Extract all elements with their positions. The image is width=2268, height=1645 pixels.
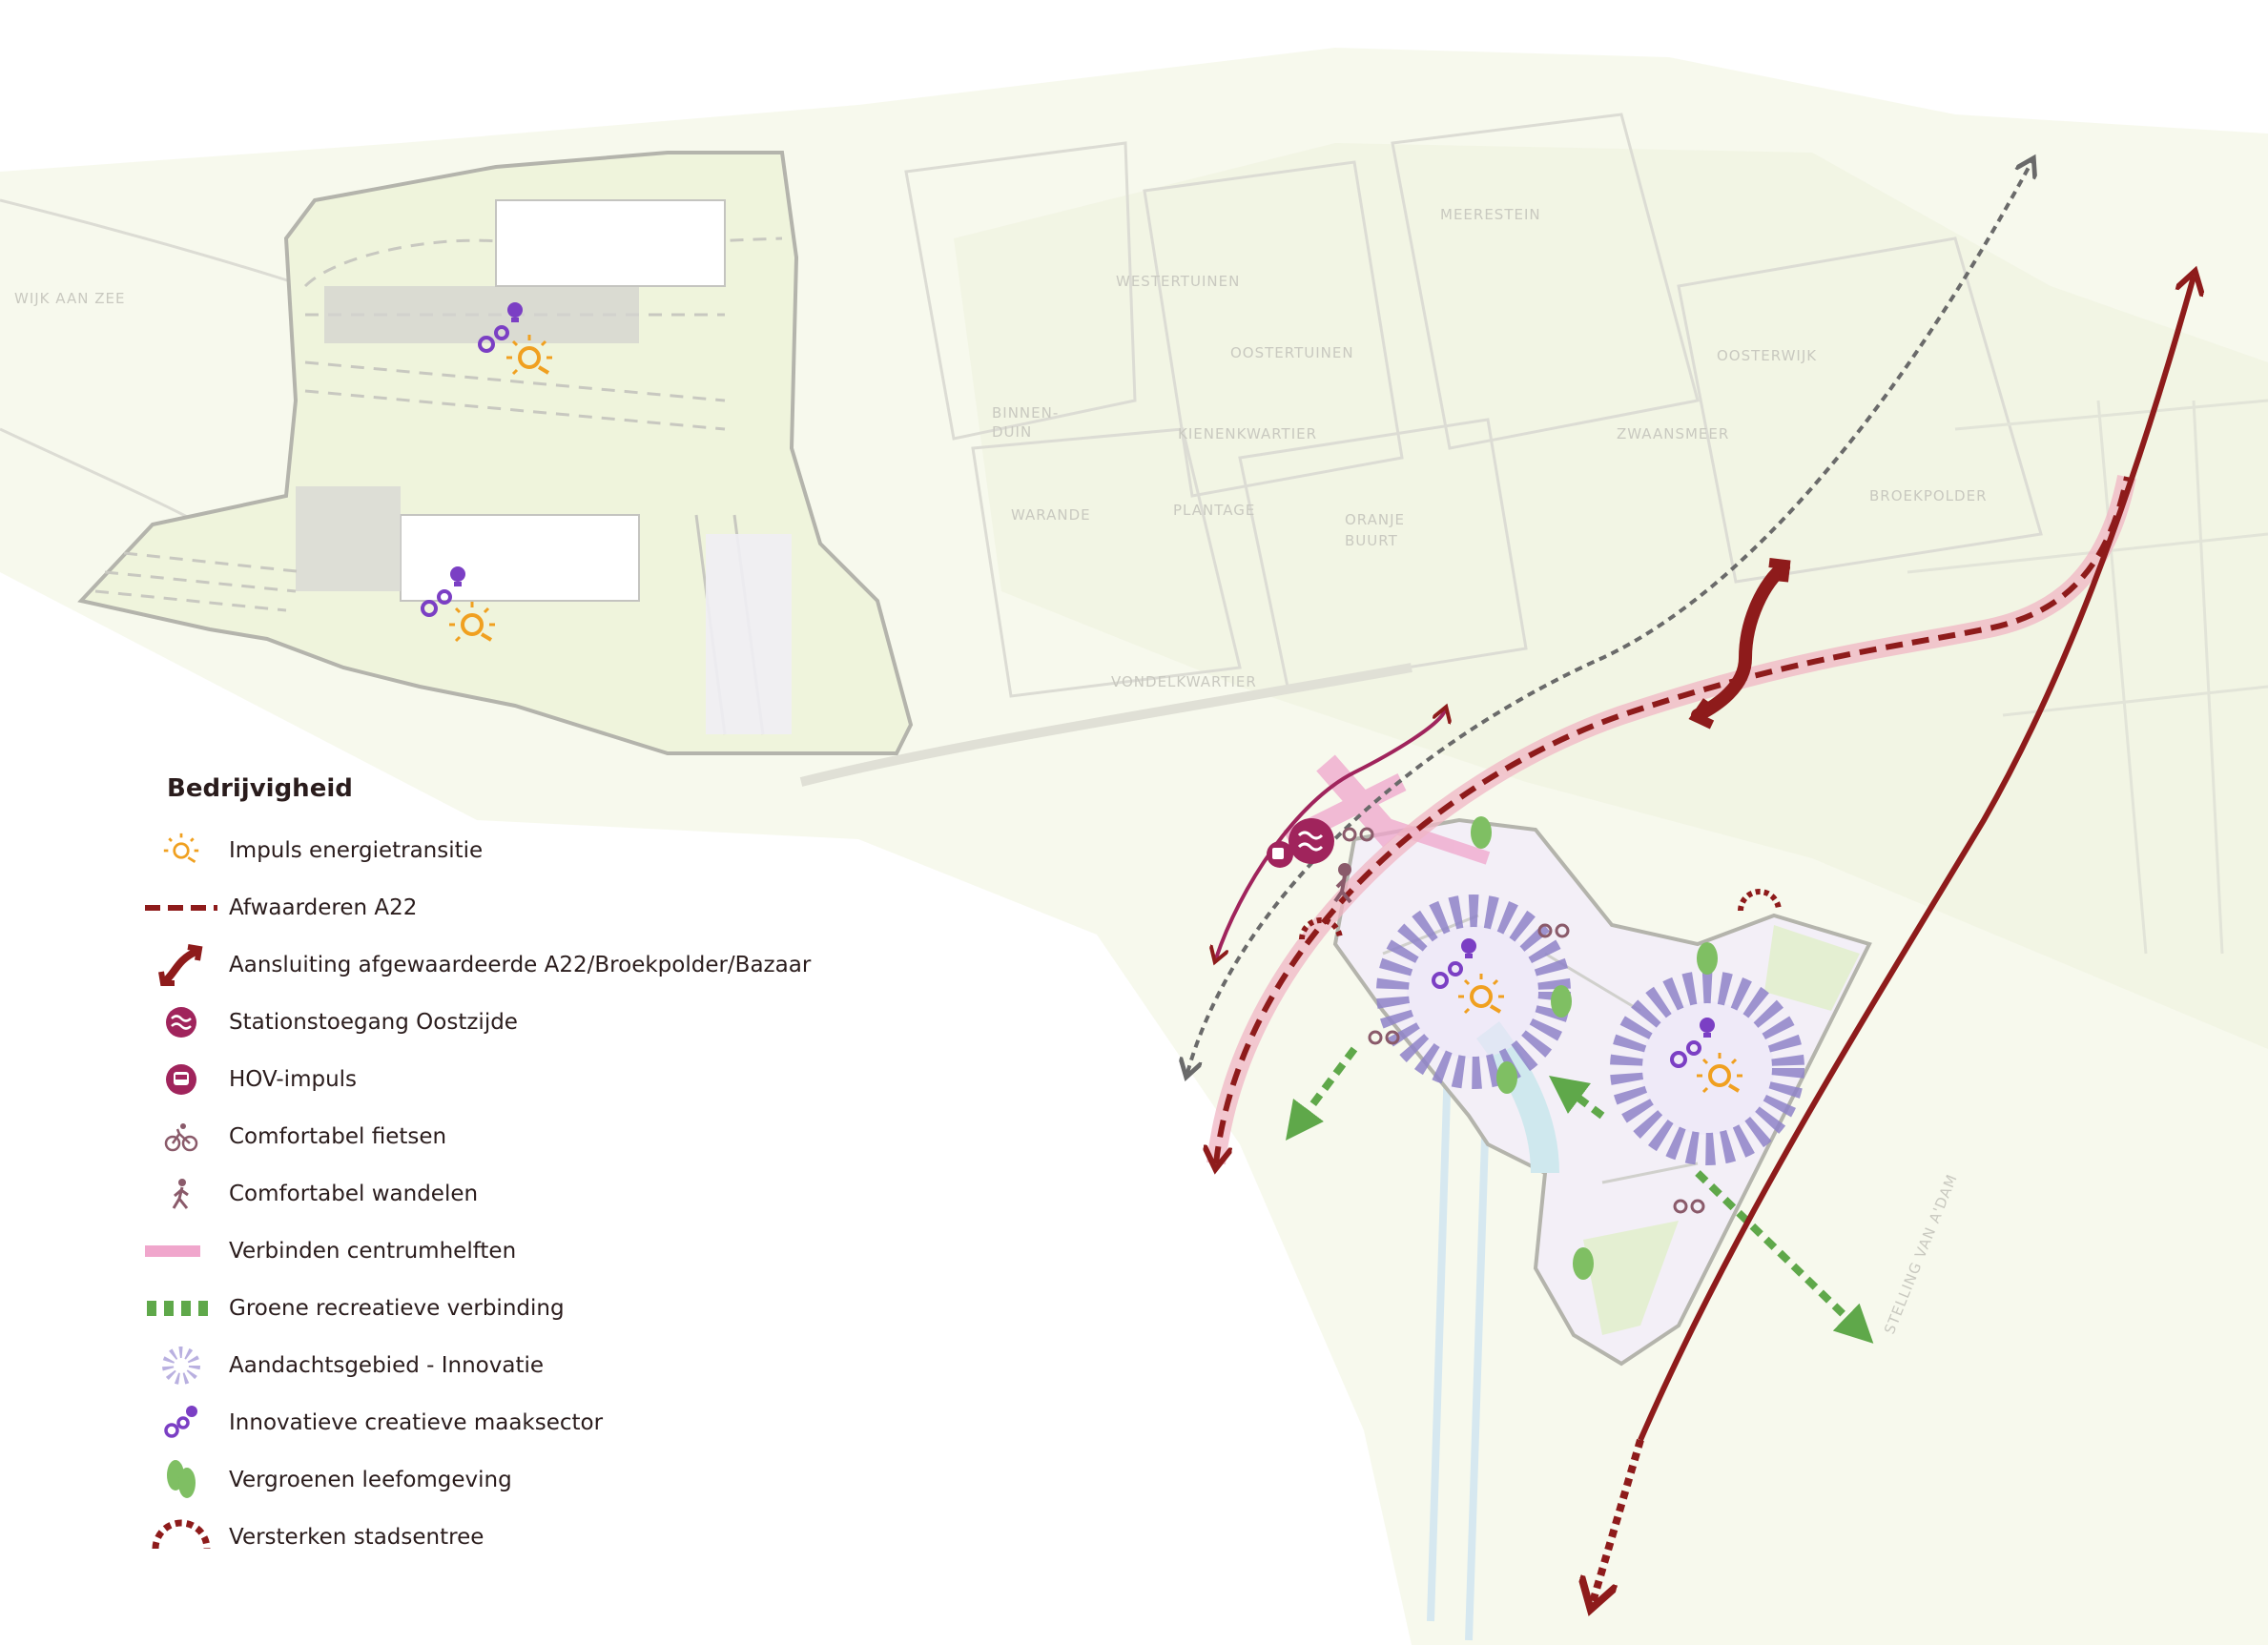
pink-band-icon [143,1227,219,1275]
hov-impulse-marker [1267,841,1293,868]
place-name: OOSTERTUINEN [1230,344,1354,361]
legend-item-greening: Vergroenen leefomgeving [143,1451,868,1509]
place-name: OOSTERWIJK [1717,347,1817,364]
place-name: VONDELKWARTIER [1111,673,1257,690]
legend-item-a22: Afwaarderen A22 [143,879,868,936]
legend-item-innovation-area: Aandachtsgebied - Innovatie [143,1337,868,1394]
broekpolder-connection-arrow [1691,561,1790,722]
tree-icon [143,1456,219,1504]
legend-label: Groene recreatieve verbinding [229,1296,565,1321]
legend-label: Afwaarderen A22 [229,895,418,920]
greening-trees [1471,816,1718,1280]
sun-gear-icon [143,827,219,874]
green-recreational-connections [1286,1046,1874,1344]
legend-label: Stationstoegang Oostzijde [229,1010,518,1035]
place-name: BROEKPOLDER [1869,487,1988,504]
legend-item-connect: Verbinden centrumhelften [143,1223,868,1280]
main-road-dotted-extension [1593,1438,1644,1602]
place-name: KIENENKWARTIER [1178,425,1317,442]
place-name: BINNEN- [992,404,1059,422]
place-name: ORANJE [1345,511,1405,528]
legend-label: Comfortabel wandelen [229,1182,479,1206]
place-name: BUURT [1345,532,1398,549]
comfortable-cycling-markers [1342,827,1705,1214]
gears-bulb-icon [143,1399,219,1447]
legend-label: HOV-impuls [229,1067,358,1092]
legend-label: Aansluiting afgewaardeerde A22/Broekpold… [229,953,812,977]
place-name: ZWAANSMEER [1617,425,1729,442]
entrance-arc-icon [143,1513,219,1561]
legend-label: Vergroenen leefomgeving [229,1468,512,1492]
bus-icon [143,1056,219,1103]
legend-label: Aandachtsgebied - Innovatie [229,1353,545,1378]
legend-item-walking: Comfortabel wandelen [143,1165,868,1223]
legend-item-innovation-sector: Innovatieve creatieve maaksector [143,1394,868,1451]
legend-label: Verbinden centrumhelften [229,1239,517,1264]
broekpolder-arrowhead-north [1768,558,1791,583]
legend-label: Impuls energietransitie [229,838,484,863]
radial-dashes-icon [143,1342,219,1389]
main-road-solid [1638,277,2194,1442]
place-name: DUIN [992,423,1032,441]
place-name: WARANDE [1011,506,1091,524]
dashed-red-line-icon [143,884,219,932]
green-dashed-line-icon [143,1285,219,1332]
bicycle-icon [143,1113,219,1161]
legend-title: Bedrijvigheid [167,774,353,803]
industrial-site-northwest [77,151,914,755]
legend-item-hov: HOV-impuls [143,1051,868,1108]
station-access-curve [1216,710,1445,958]
place-name: MEERESTEIN [1440,206,1541,223]
legend-label: Innovatieve creatieve maaksector [229,1410,604,1435]
legend-label: Comfortabel fietsen [229,1124,447,1149]
legend-label: Versterken stadsentree [229,1525,485,1550]
train-station-icon [143,998,219,1046]
place-name: WIJK AAN ZEE [14,290,125,307]
legend-item-station: Stationstoegang Oostzijde [143,994,868,1051]
legend-item-energy: Impuls energietransitie [143,822,868,879]
double-arrow-icon [143,941,219,989]
place-name: PLANTAGE [1173,502,1255,519]
comfortable-walking-marker [1333,863,1352,904]
place-name: WESTERTUINEN [1116,273,1240,290]
legend-item-connection: Aansluiting afgewaardeerde A22/Broekpold… [143,936,868,994]
legend-item-cycling: Comfortabel fietsen [143,1108,868,1165]
legend-item-city-entrance: Versterken stadsentree [143,1509,868,1566]
pedestrian-icon [143,1170,219,1218]
city-entrance-arc [1299,917,1343,940]
legend-item-green-route: Groene recreatieve verbinding [143,1280,868,1337]
legend: Bedrijvigheid Impuls energietransitie Af… [143,774,868,1566]
broekpolder-arrowhead-south [1688,698,1715,730]
city-entrance-arc [1738,889,1782,912]
station-access-east [1289,818,1334,864]
